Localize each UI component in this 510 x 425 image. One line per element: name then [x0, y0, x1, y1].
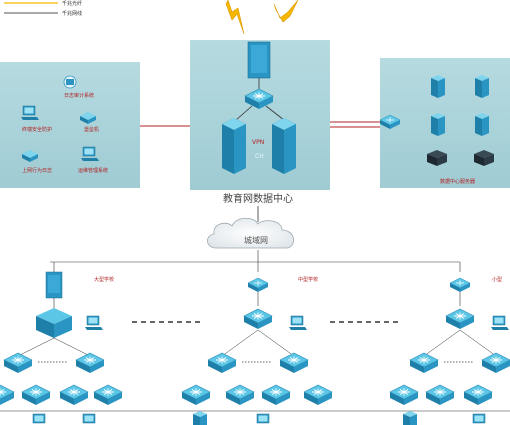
left-item-label: 运维管理系统: [78, 167, 108, 174]
small-school-router-icon: [449, 277, 471, 293]
bastion-host-icon: [80, 112, 96, 124]
small-school-core-switch-icon: [445, 308, 475, 330]
log-audit-icon: [63, 75, 77, 89]
cloud-label: 城域网: [244, 235, 268, 245]
core-switch-right-icon: [272, 118, 296, 174]
legend-fiber-label: 千兆光纤: [62, 0, 82, 7]
data-center-title: 教育网数据中心: [223, 192, 293, 205]
left-item-label: 上网行为日志: [22, 167, 52, 174]
internet-behavior-log-icon: [22, 150, 38, 162]
firewall-icon: [247, 41, 271, 79]
school-label-medium: 中型学校: [298, 276, 318, 283]
wan-cloud-icon: [207, 217, 295, 249]
server-icon: [475, 113, 489, 136]
large-school-core-switch-icon: [36, 308, 72, 338]
dc-link: [235, 105, 253, 121]
legend: 千兆光纤 千兆网线: [4, 0, 82, 17]
left-item-label: 日志审计系统: [64, 92, 94, 99]
vpn-badge: VPN: [252, 139, 264, 146]
left-item-label: 终端安全防护: [22, 126, 52, 133]
ch-badge: CH: [255, 153, 264, 160]
legend-cable-label: 千兆网线: [62, 10, 82, 17]
medium-school-core-switch-icon: [243, 308, 273, 330]
core-switch-left-icon: [222, 118, 246, 174]
school-label-small: 小型: [492, 276, 502, 283]
lightning-icon: [225, 0, 299, 35]
small-school-pc-icon: [490, 315, 510, 331]
large-school-pc-icon: [84, 315, 104, 331]
server-panel-label: 数据中心服务器: [440, 178, 475, 185]
server-icon: [431, 75, 445, 98]
distribution-links: [50, 250, 461, 272]
dc-link: [265, 105, 285, 121]
end-devices: [0, 410, 510, 425]
large-school-firewall-icon: [45, 271, 63, 299]
medium-school-router-icon: [247, 277, 269, 293]
server-icon: [475, 75, 489, 98]
server-icon: [431, 113, 445, 136]
medium-school-pc-icon: [288, 315, 308, 331]
left-item-label: 堡垒机: [84, 126, 99, 133]
school-label-large: 大型学校: [94, 276, 114, 283]
access-layer: [0, 329, 510, 406]
